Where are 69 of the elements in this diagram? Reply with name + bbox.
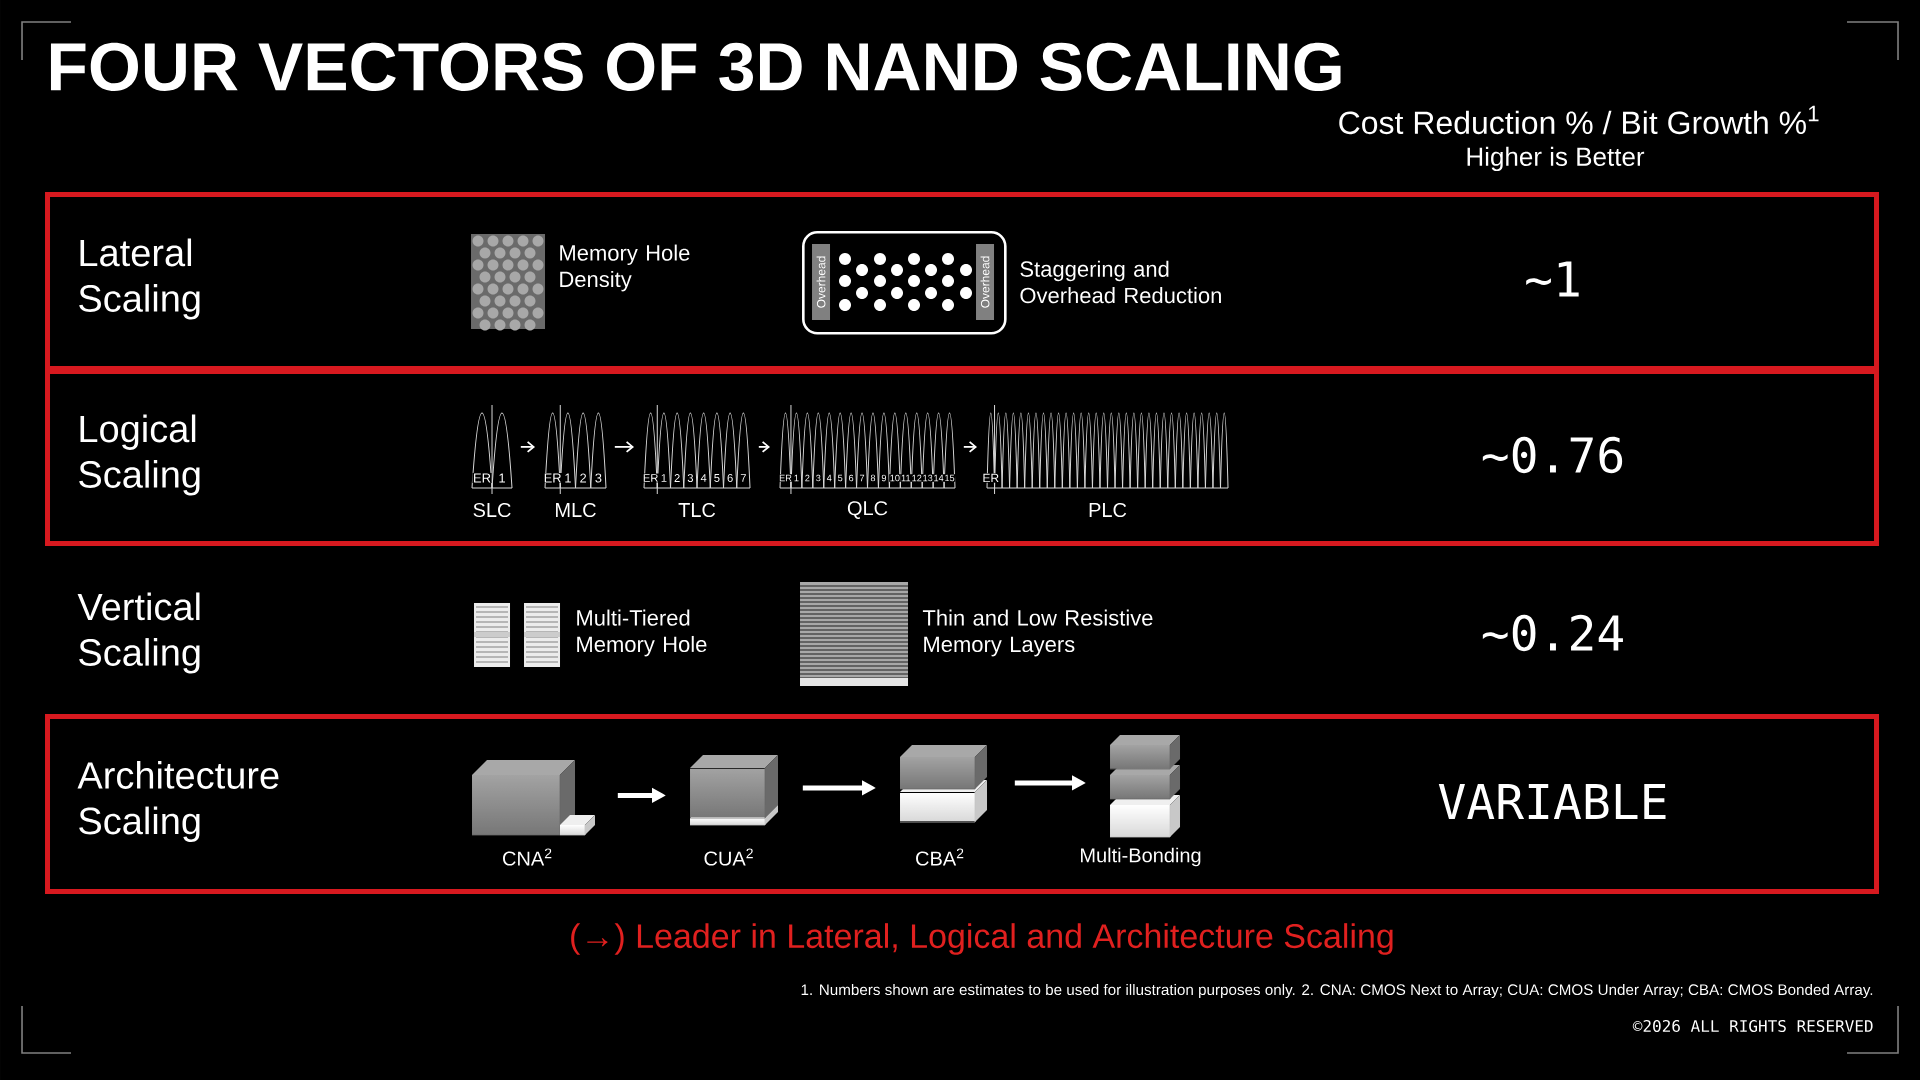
node-label: 5 [714, 474, 720, 482]
scaling-value: VARIABLE [1438, 784, 1666, 819]
copyright-notice: ©2026 ALL RIGHTS RESERVED [1632, 1019, 1873, 1033]
node-label: CBA$^{2}$ [916, 848, 964, 866]
node-label: 1 [661, 474, 667, 482]
node-label: 15 [945, 474, 955, 482]
node-label: 7 [740, 474, 746, 482]
node-label: 13 [923, 474, 933, 482]
waveform-drawing: ER 1 2 3 4 5 6 7 [642, 404, 751, 495]
node-label: 12 [912, 474, 922, 482]
waveform-drawing: ER 1 2 3 [543, 404, 607, 495]
scaling-value: ~0.76 [1482, 436, 1623, 474]
node-label: 2 [674, 474, 680, 482]
node-label: Staggering and Overhead Reduction [1020, 260, 1221, 304]
node-label: ER [779, 474, 792, 482]
node-label: CUA$^{2}$ [704, 848, 753, 866]
node-label: 1 [565, 473, 571, 483]
node-label: ER [643, 474, 658, 482]
arrow [613, 441, 634, 453]
node-label: TLC [678, 502, 716, 518]
node-label: Multi-Bonding [1081, 847, 1201, 867]
node-label: 1 [794, 474, 799, 482]
row-heading: Architecture Scaling [77, 761, 279, 842]
arrow [962, 441, 977, 453]
node-label: 10 [890, 474, 900, 482]
node-label: CNA$^{2}$ [503, 848, 552, 866]
waveform-drawing: ER 1 2 3 4 5 6 7 8 9 10 11 12 13 14 15 [778, 404, 956, 495]
arrow [519, 441, 535, 453]
axis-note: Higher is Better [1467, 146, 1645, 172]
node-label: Overhead [980, 256, 990, 308]
node-label: ER [983, 473, 999, 483]
row-heading: Logical Scaling [79, 414, 200, 496]
tagline: (→) Leader in Lateral, Logical and Architecture Scaling [571, 923, 1393, 955]
node-label: QLC [847, 501, 888, 519]
node-label: 3 [595, 473, 602, 483]
axis-heading: Cost Reduction % / Bit Growth %$^{1}$ [1339, 105, 1819, 135]
caption: Multi-Tiered Memory Hole [577, 609, 707, 657]
node-label: MLC [556, 502, 596, 518]
slide-title: FOUR VECTORS OF 3D NAND SCALING [50, 42, 1341, 92]
node-label: 6 [849, 474, 854, 482]
caption: Thin and Low Resistive Memory Layers [922, 609, 1153, 657]
node-label: 6 [727, 474, 733, 482]
waveform-drawing: ER [981, 404, 1229, 495]
node-label: 4 [826, 474, 832, 482]
node-label: 8 [870, 474, 876, 482]
scaling-value: ~0.24 [1482, 614, 1623, 652]
scaling-value: ~1 [1526, 261, 1579, 297]
waveform-drawing: ER 1 [471, 404, 513, 495]
node-label: 2 [580, 473, 587, 483]
node-label: 5 [837, 474, 843, 482]
node-label: 14 [934, 474, 944, 482]
node-label: ER [544, 473, 561, 483]
row-heading: Lateral Scaling [79, 238, 200, 320]
node-label: 1 [499, 473, 505, 483]
node-label: 3 [687, 474, 694, 482]
node-label: ER [474, 473, 491, 483]
node-label: SLC [473, 502, 511, 518]
node-label: 9 [881, 474, 887, 482]
node-label: PLC [1089, 502, 1127, 518]
node-label: 4 [700, 474, 707, 482]
footnote: 1. Numbers shown are estimates to be used for illustration purposes only. 2. CNA: CMOS Next to Array; CUA: CMOS Under Array; CBA: CMOS Bonded Array. [801, 983, 1873, 999]
node-label: 11 [901, 474, 911, 482]
node-label: Overhead [816, 256, 826, 308]
node-label: 3 [816, 474, 821, 482]
caption: Memory Hole Density [560, 244, 690, 292]
node-label: 2 [805, 474, 810, 482]
node-label: 7 [859, 474, 865, 482]
staggered-holes-drawing: Overhead Overhead [802, 231, 1007, 335]
row-heading: Vertical Scaling [77, 592, 200, 674]
